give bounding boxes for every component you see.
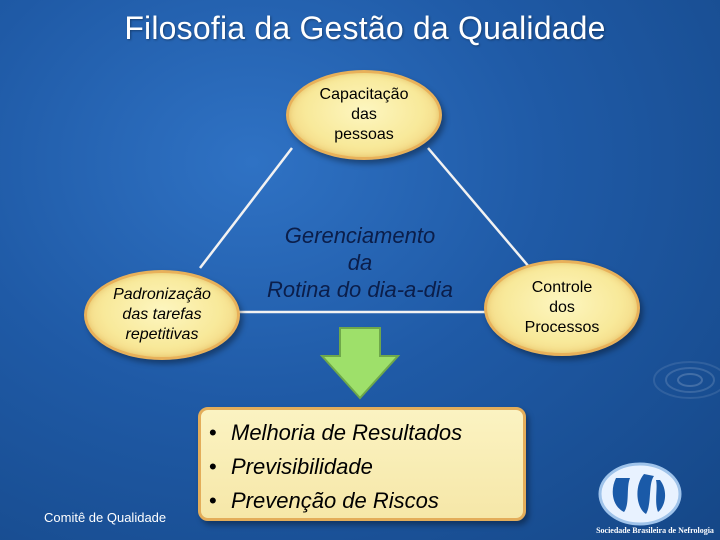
result-item-label: Prevenção de Riscos <box>231 488 439 513</box>
bullet-icon: • <box>209 454 217 479</box>
connector-top-left <box>199 147 293 269</box>
down-arrow-icon <box>319 327 401 400</box>
center-text: Gerenciamento da Rotina do dia-a-dia <box>267 223 453 302</box>
node-controle: Controle dos Processos <box>484 260 640 356</box>
node-capacitacao: Capacitação das pessoas <box>286 70 442 160</box>
result-item-label: Melhoria de Resultados <box>231 420 463 445</box>
node-padronizacao-label: Padronização das tarefas repetitivas <box>113 286 211 343</box>
result-item: • Previsibilidade <box>209 454 523 488</box>
node-padronizacao: Padronização das tarefas repetitivas <box>84 270 240 360</box>
sbn-logo: Sociedade Brasileira de Nefrologia <box>596 462 714 535</box>
footer-text: Comitê de Qualidade <box>44 510 167 525</box>
node-controle-label: Controle dos Processos <box>524 279 600 336</box>
bullet-icon: • <box>209 420 217 445</box>
slide-title: Filosofia da Gestão da Qualidade <box>124 10 606 46</box>
result-item-label: Previsibilidade <box>231 454 373 479</box>
node-capacitacao-label: Capacitação das pessoas <box>319 86 409 143</box>
result-item: • Melhoria de Resultados <box>209 420 523 454</box>
connector-top-right <box>427 147 531 269</box>
result-item: • Prevenção de Riscos <box>209 488 523 522</box>
results-box: • Melhoria de Resultados • Previsibilida… <box>198 407 526 521</box>
bullet-icon: • <box>209 488 217 513</box>
ripple-decoration <box>653 361 720 399</box>
logo-caption: Sociedade Brasileira de Nefrologia <box>596 526 714 535</box>
